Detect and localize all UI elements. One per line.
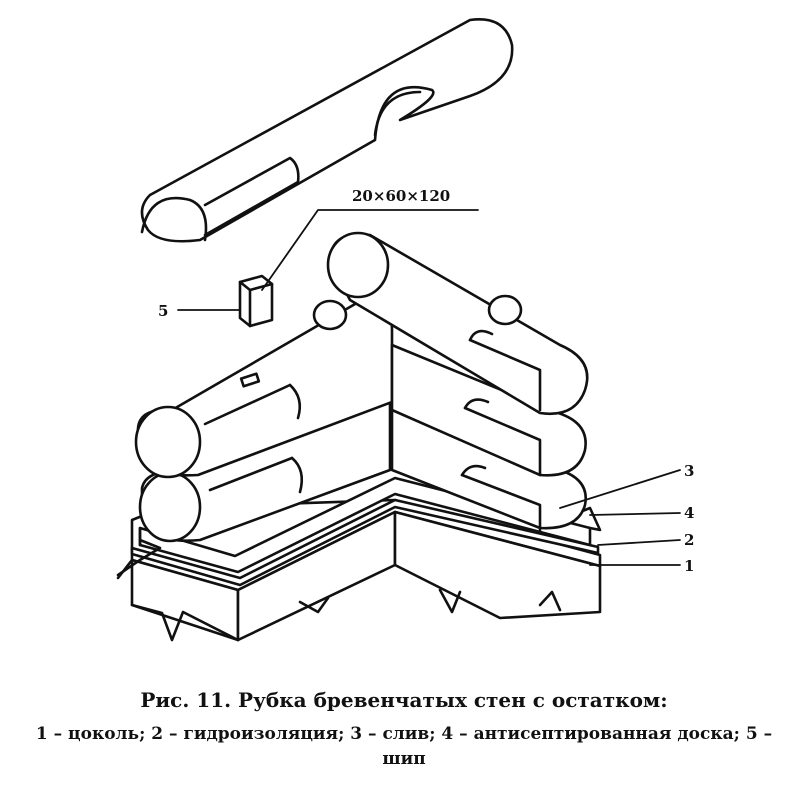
log-front-lower	[138, 398, 392, 543]
callout-1: 1	[684, 557, 694, 575]
callout-4: 4	[684, 504, 694, 522]
figure-caption: Рис. 11. Рубка бревенчатых стен с остатк…	[0, 688, 808, 772]
leader-line-4	[589, 512, 681, 516]
log-side-upper	[326, 231, 589, 416]
caption-legend: 1 – цоколь; 2 – гидроизоляция; 3 – слив;…	[35, 724, 773, 769]
log-end-left-rear	[312, 299, 348, 331]
callout-3: 3	[684, 462, 694, 480]
log-side-lower	[390, 403, 587, 532]
log-side-middle	[390, 343, 587, 477]
detached-top-log	[140, 17, 514, 243]
leader-line-2	[597, 539, 681, 546]
log-wall-diagram: 20×60×120 5 3 4 2 1	[116, 17, 694, 642]
callout-2: 2	[684, 531, 694, 549]
caption-title: Рис. 11. Рубка бревенчатых стен с остатк…	[140, 688, 668, 712]
callout-5: 5	[158, 302, 168, 320]
log-end-right-rear	[487, 294, 523, 326]
leader-line-3	[559, 469, 681, 509]
dimension-label: 20×60×120	[352, 187, 450, 205]
waterproofing-layer	[130, 498, 600, 587]
leader-line-dimension	[261, 209, 479, 291]
log-front-upper	[134, 298, 394, 479]
